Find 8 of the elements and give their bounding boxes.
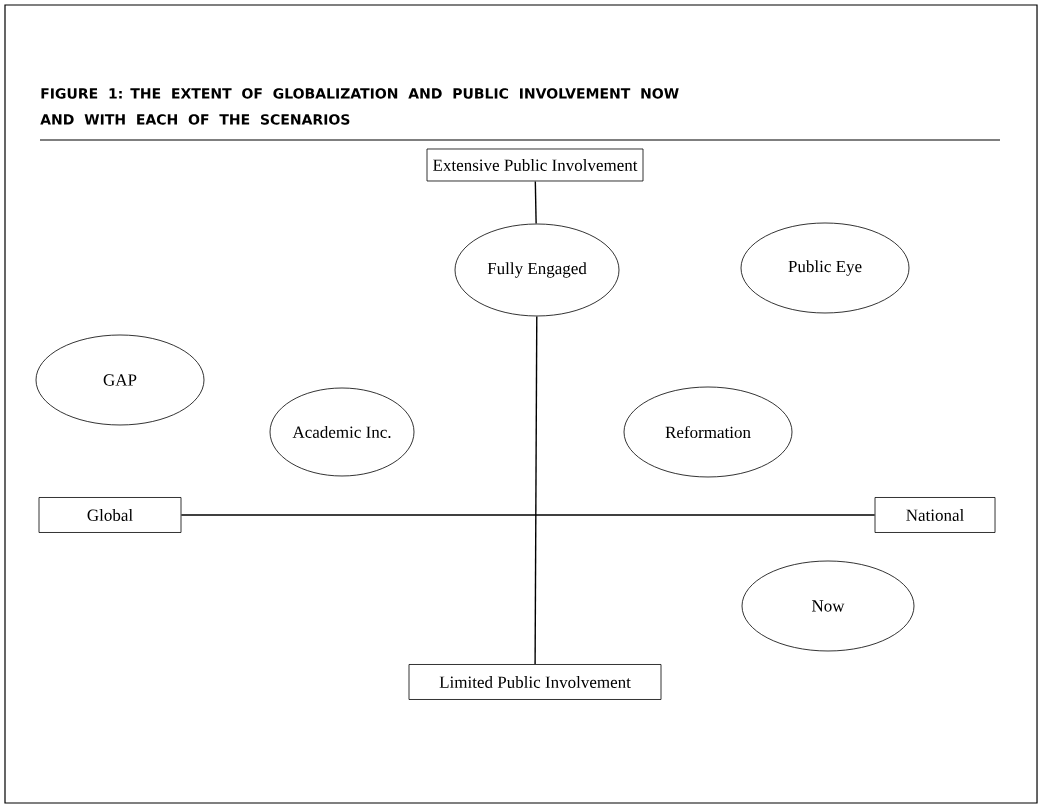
label-box: Global bbox=[38, 497, 182, 533]
axis-line bbox=[180, 514, 876, 516]
label-box: Extensive Public Involvement bbox=[426, 148, 644, 182]
label-box: Limited Public Involvement bbox=[408, 664, 662, 700]
axis-line bbox=[534, 180, 537, 225]
figure-title: FIGURE 1: THE EXTENT OF GLOBALIZATION AND PUBLIC INVOLVEMENT NOW AND WITH EACH OF THE SCENARIOS bbox=[40, 88, 679, 125]
axis-line bbox=[534, 315, 538, 665]
label-box: National bbox=[874, 497, 996, 533]
